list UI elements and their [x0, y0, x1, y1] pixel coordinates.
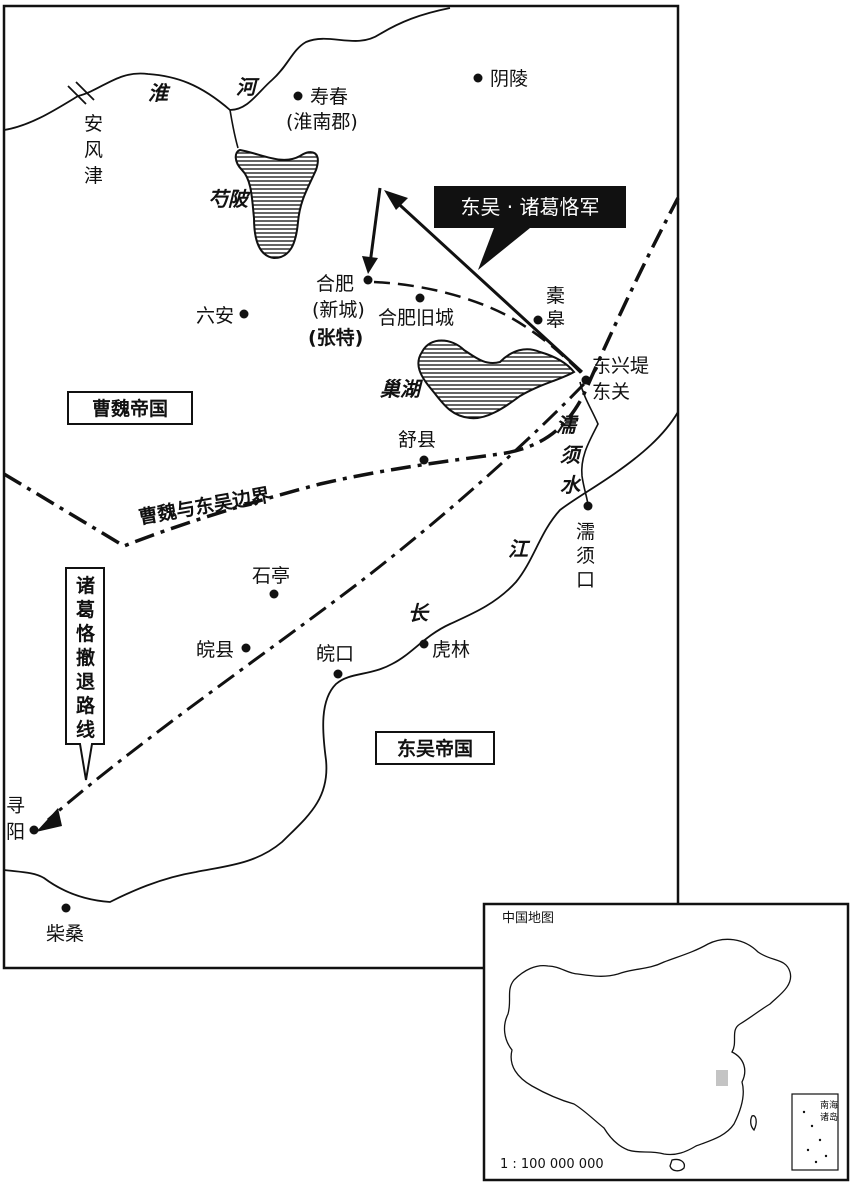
svg-text:皋: 皋 [546, 309, 565, 331]
shouchun-dot [293, 91, 303, 101]
svg-text:诸岛: 诸岛 [820, 1111, 838, 1123]
yangtze-north-bank [3, 411, 679, 903]
label-yinling: 阴陵 [490, 68, 528, 90]
svg-text:安: 安 [84, 113, 103, 135]
wankou-dot [333, 669, 343, 679]
inset-frame [482, 902, 850, 1182]
svg-text:路: 路 [76, 694, 96, 717]
wu-region-label: 东吴帝国 [397, 737, 473, 760]
xunyang-dot [29, 825, 39, 835]
hefei-dot [363, 275, 373, 285]
tuogao-dot [533, 315, 543, 325]
wanxian-dot [241, 643, 251, 653]
label-shui: 水 [560, 473, 582, 497]
label-xunyang: 寻 阳 [6, 795, 25, 843]
label-xincheng: (新城) [312, 299, 365, 321]
south-sea-label: 南海 诸岛 [820, 1099, 838, 1123]
label-chaohu: 巢湖 [380, 377, 424, 401]
label-shuxian: 舒县 [398, 429, 436, 451]
label-anfengjin: 安 风 津 [84, 113, 103, 187]
label-chang: 长 [408, 601, 430, 625]
label-shouchun: 寿春 [310, 86, 348, 108]
svg-text:退: 退 [76, 671, 95, 693]
retreat-route [47, 382, 586, 822]
label-shiting: 石亭 [252, 565, 290, 587]
shaobei-lake [234, 148, 319, 260]
hefei-old-dot [415, 293, 425, 303]
dongxingdi-dot [581, 375, 591, 385]
label-zhangte: (张特) [308, 327, 363, 349]
label-wanxian: 皖县 [196, 639, 234, 661]
fei-river [229, 109, 239, 149]
inset-title: 中国地图 [502, 911, 554, 926]
hainan-island [669, 1158, 686, 1172]
army-advance-arrowhead [384, 190, 408, 210]
wu-region-box: 东吴帝国 [375, 731, 495, 765]
svg-text:濡: 濡 [576, 521, 595, 543]
army-advance-route [388, 194, 584, 374]
label-hefei-old: 合肥旧城 [378, 307, 454, 329]
label-hulin: 虎林 [432, 639, 470, 661]
retreat-callout: 诸 葛 恪 撤 退 路 线 [65, 567, 105, 781]
label-ru: 濡 [556, 413, 579, 437]
chaohu-lake [417, 339, 576, 420]
label-wankou: 皖口 [316, 643, 354, 665]
shuxian-dot [419, 455, 429, 465]
svg-text:风: 风 [84, 139, 103, 161]
china-outline [503, 938, 792, 1156]
region-highlight [716, 1070, 728, 1086]
label-chaisang: 柴桑 [46, 923, 84, 945]
label-ruxukou: 濡 须 口 [576, 521, 595, 591]
army-banner: 东吴 · 诸葛恪军 [434, 186, 626, 270]
wei-region-box: 曹魏帝国 [67, 391, 193, 425]
ruxukou-dot [583, 501, 593, 511]
army-branch-route [368, 187, 382, 265]
svg-text:阳: 阳 [6, 821, 25, 843]
label-liuan: 六安 [196, 305, 234, 327]
ruxu-river [579, 381, 599, 507]
main-map-frame [2, 4, 680, 970]
hulin-dot [419, 639, 429, 649]
shiting-dot [269, 589, 279, 599]
anfengjin-bridge-icon [67, 81, 95, 105]
label-jiang: 江 [508, 537, 531, 561]
hefei-assault-route [373, 280, 583, 375]
label-hefei: 合肥 [316, 273, 354, 295]
label-huainan-jun: (淮南郡) [286, 111, 358, 133]
inset-scale: 1 : 100 000 000 [500, 1157, 604, 1172]
svg-text:南海: 南海 [820, 1099, 838, 1111]
army-branch-arrowhead [362, 256, 378, 274]
army-banner-text: 东吴 · 诸葛恪军 [460, 195, 599, 219]
svg-text:线: 线 [76, 718, 95, 741]
svg-text:葛: 葛 [75, 599, 95, 621]
svg-text:须: 须 [576, 545, 595, 567]
retreat-arrowhead [36, 808, 62, 832]
svg-text:橐: 橐 [546, 285, 565, 307]
label-huai: 淮 [148, 81, 171, 105]
svg-text:恪: 恪 [76, 622, 96, 645]
wei-region-label: 曹魏帝国 [92, 397, 168, 420]
label-tuogao: 橐 皋 [546, 285, 565, 331]
label-dongguan: 东关 [592, 381, 630, 403]
label-shaobei: 芍陂 [208, 187, 252, 211]
chaisang-dot [61, 903, 71, 913]
svg-text:津: 津 [84, 165, 103, 187]
south-sea-islands [802, 1110, 828, 1164]
wei-wu-border [3, 197, 680, 548]
south-sea-inset [791, 1093, 839, 1171]
yinling-dot [473, 73, 483, 83]
liuan-dot [239, 309, 249, 319]
inset-china-map: 中国地图 南海 诸岛 1 : 100 000 000 [482, 902, 850, 1182]
label-dongxingdi: 东兴堤 [592, 355, 649, 377]
svg-text:寻: 寻 [6, 795, 25, 817]
svg-text:撤: 撤 [76, 646, 95, 669]
svg-text:诸: 诸 [76, 575, 95, 597]
taiwan-island [750, 1115, 757, 1132]
svg-text:口: 口 [576, 569, 595, 591]
city-markers [29, 73, 593, 913]
